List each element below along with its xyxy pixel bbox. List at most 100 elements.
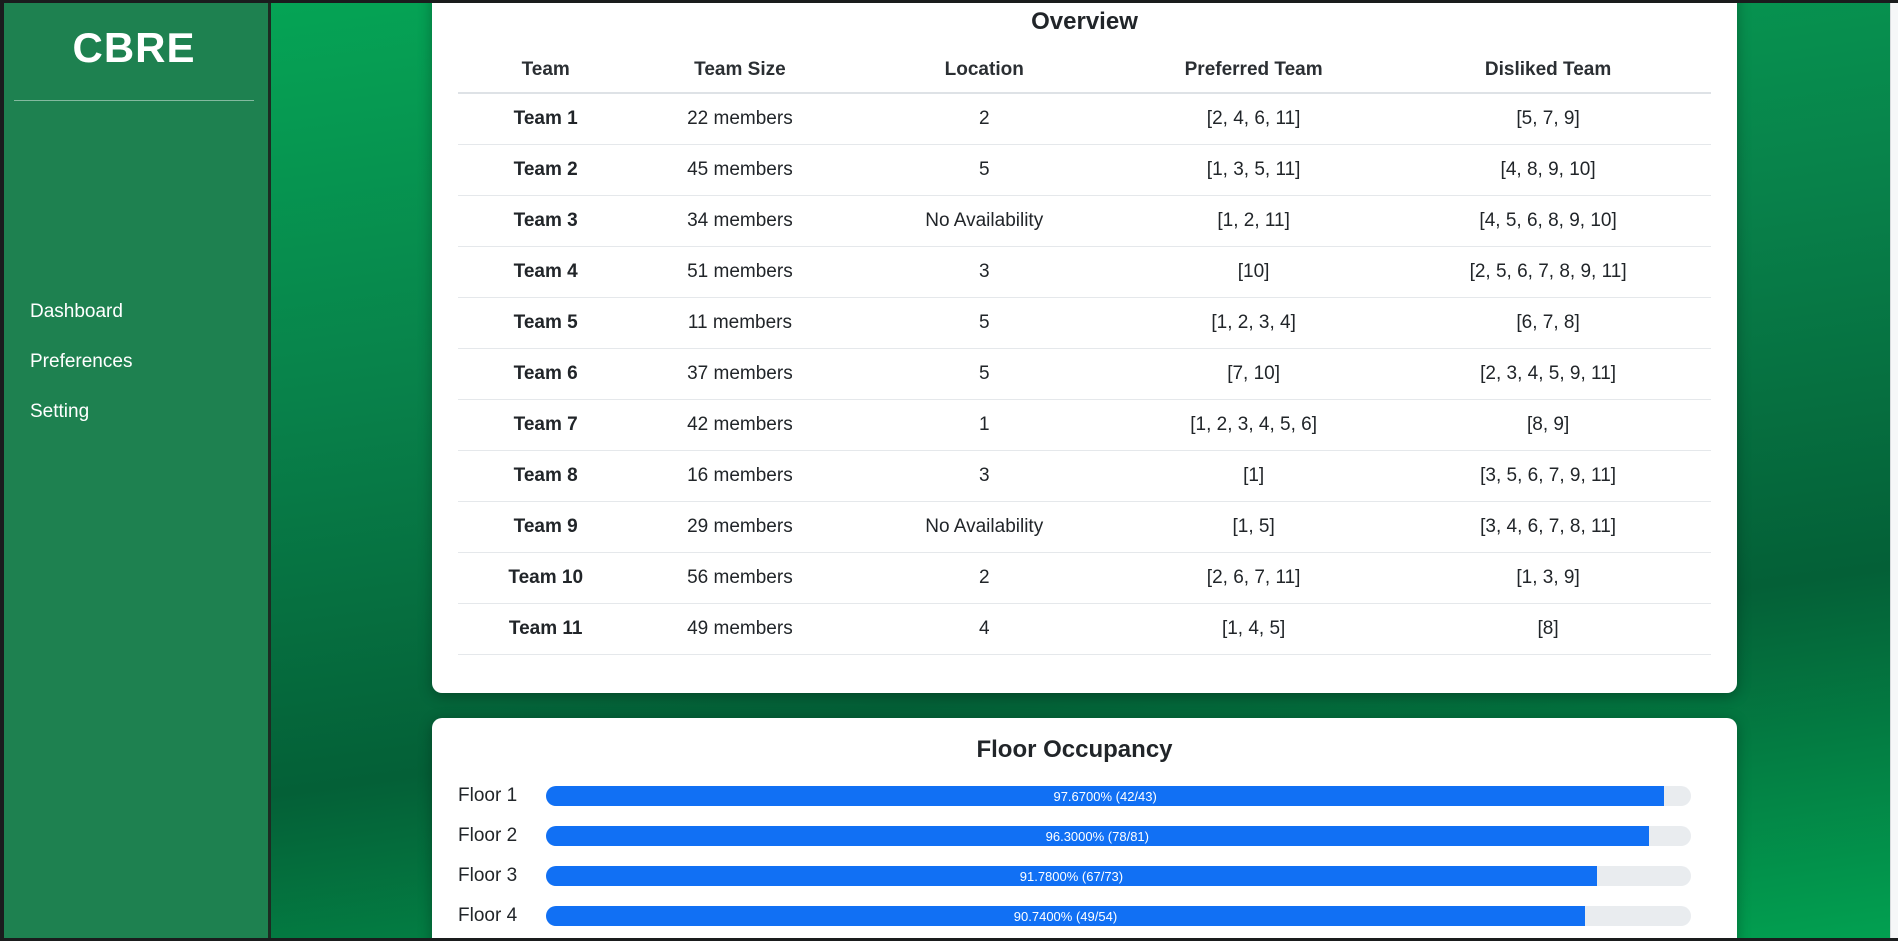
disliked-team-cell: [5, 7, 9] [1385,93,1711,145]
disliked-team-cell: [8] [1385,603,1711,655]
main-content: Overview Team Team Size Location Preferr… [271,0,1898,941]
progress-value-label: 91.7800% (67/73) [1019,868,1124,884]
team-name-cell: Team 3 [458,195,634,247]
floor-bars: Floor 1 97.6700% (42/43) Floor 2 96.3000… [458,776,1691,936]
sidebar-item-preferences[interactable]: Preferences [30,351,133,372]
team-name-cell: Team 9 [458,501,634,553]
progress-fill: 97.6700% (42/43) [546,786,1665,806]
team-size-cell: 29 members [633,501,847,553]
location-cell: 1 [846,399,1123,451]
team-size-cell: 16 members [633,450,847,502]
overview-table: Team Team Size Location Preferred Team D… [458,48,1711,655]
team-size-cell: 34 members [633,195,847,247]
team-size-cell: 56 members [633,552,847,604]
disliked-team-cell: [2, 5, 6, 7, 8, 9, 11] [1385,246,1711,298]
location-cell: No Availability [846,195,1123,247]
disliked-team-cell: [3, 5, 6, 7, 9, 11] [1385,450,1711,502]
table-row: Team 7 42 members 1 [1, 2, 3, 4, 5, 6] [… [458,399,1711,451]
progress-track: 90.7400% (49/54) [546,906,1691,926]
team-size-cell: 22 members [633,93,847,145]
location-cell: 5 [846,297,1123,349]
preferred-team-cell: [1] [1122,450,1386,502]
team-name-cell: Team 10 [458,552,634,604]
progress-value-label: 90.7400% (49/54) [1013,908,1118,924]
floor-row: Floor 3 91.7800% (67/73) [458,856,1691,896]
column-header-disliked-team: Disliked Team [1385,48,1711,94]
team-size-cell: 42 members [633,399,847,451]
sidebar-item-setting[interactable]: Setting [30,401,90,422]
progress-track: 97.6700% (42/43) [546,786,1691,806]
overview-title: Overview [1031,8,1138,35]
window-border-left [0,0,4,941]
floor-label: Floor 4 [458,905,518,926]
team-size-cell: 45 members [633,144,847,196]
column-header-team: Team [458,48,634,94]
window-border-top [0,0,1898,3]
preferred-team-cell: [1, 2, 3, 4, 5, 6] [1122,399,1386,451]
disliked-team-cell: [2, 3, 4, 5, 9, 11] [1385,348,1711,400]
disliked-team-cell: [4, 5, 6, 8, 9, 10] [1385,195,1711,247]
team-name-cell: Team 5 [458,297,634,349]
app-logo: CBRE [72,24,196,71]
location-cell: 3 [846,246,1123,298]
column-header-team-size: Team Size [633,48,847,94]
page-scrollbar[interactable] [1890,3,1898,938]
progress-fill: 90.7400% (49/54) [546,906,1585,926]
team-size-cell: 51 members [633,246,847,298]
team-name-cell: Team 11 [458,603,634,655]
sidebar-divider [14,100,254,101]
floor-row: Floor 2 96.3000% (78/81) [458,816,1691,856]
column-header-location: Location [846,48,1123,94]
progress-fill: 96.3000% (78/81) [546,826,1649,846]
table-row: Team 6 37 members 5 [7, 10] [2, 3, 4, 5,… [458,348,1711,400]
team-name-cell: Team 8 [458,450,634,502]
sidebar-nav: Dashboard Preferences Setting [0,301,268,423]
progress-track: 96.3000% (78/81) [546,826,1691,846]
location-cell: 2 [846,552,1123,604]
preferred-team-cell: [2, 4, 6, 11] [1122,93,1386,145]
team-size-cell: 11 members [633,297,847,349]
preferred-team-cell: [1, 4, 5] [1122,603,1386,655]
progress-value-label: 96.3000% (78/81) [1045,828,1149,844]
floor-label: Floor 3 [458,865,518,886]
table-row: Team 10 56 members 2 [2, 6, 7, 11] [1, 3… [458,552,1711,604]
window-border-bottom [0,938,1898,941]
table-row: Team 11 49 members 4 [1, 4, 5] [8] [458,603,1711,655]
disliked-team-cell: [8, 9] [1385,399,1711,451]
table-row: Team 1 22 members 2 [2, 4, 6, 11] [5, 7,… [458,93,1711,145]
table-row: Team 4 51 members 3 [10] [2, 5, 6, 7, 8,… [458,246,1711,298]
table-header-row: Team Team Size Location Preferred Team D… [458,48,1711,94]
location-cell: 4 [846,603,1123,655]
floor-label: Floor 1 [458,785,518,806]
location-cell: 5 [846,144,1123,196]
sidebar-item-dashboard[interactable]: Dashboard [30,301,123,322]
preferred-team-cell: [1, 5] [1122,501,1386,553]
table-row: Team 3 34 members No Availability [1, 2,… [458,195,1711,247]
location-cell: 5 [846,348,1123,400]
table-row: Team 8 16 members 3 [1] [3, 5, 6, 7, 9, … [458,450,1711,502]
preferred-team-cell: [2, 6, 7, 11] [1122,552,1386,604]
location-cell: 3 [846,450,1123,502]
progress-value-label: 97.6700% (42/43) [1053,788,1157,804]
floor-row: Floor 4 90.7400% (49/54) [458,896,1691,936]
progress-track: 91.7800% (67/73) [546,866,1691,886]
column-header-preferred-team: Preferred Team [1122,48,1386,94]
preferred-team-cell: [10] [1122,246,1386,298]
team-size-cell: 49 members [633,603,847,655]
team-name-cell: Team 4 [458,246,634,298]
table-row: Team 9 29 members No Availability [1, 5]… [458,501,1711,553]
team-name-cell: Team 2 [458,144,634,196]
floor-occupancy-title: Floor Occupancy [976,736,1173,763]
team-name-cell: Team 6 [458,348,634,400]
table-row: Team 2 45 members 5 [1, 3, 5, 11] [4, 8,… [458,144,1711,196]
floor-occupancy-card: Floor Occupancy Floor 1 97.6700% (42/43)… [432,718,1737,941]
floor-row: Floor 1 97.6700% (42/43) [458,776,1691,816]
preferred-team-cell: [1, 2, 3, 4] [1122,297,1386,349]
table-row: Team 5 11 members 5 [1, 2, 3, 4] [6, 7, … [458,297,1711,349]
preferred-team-cell: [1, 2, 11] [1122,195,1386,247]
floor-label: Floor 2 [458,825,518,846]
sidebar: CBRE Dashboard Preferences Setting [0,0,271,941]
location-cell: 2 [846,93,1123,145]
disliked-team-cell: [3, 4, 6, 7, 8, 11] [1385,501,1711,553]
